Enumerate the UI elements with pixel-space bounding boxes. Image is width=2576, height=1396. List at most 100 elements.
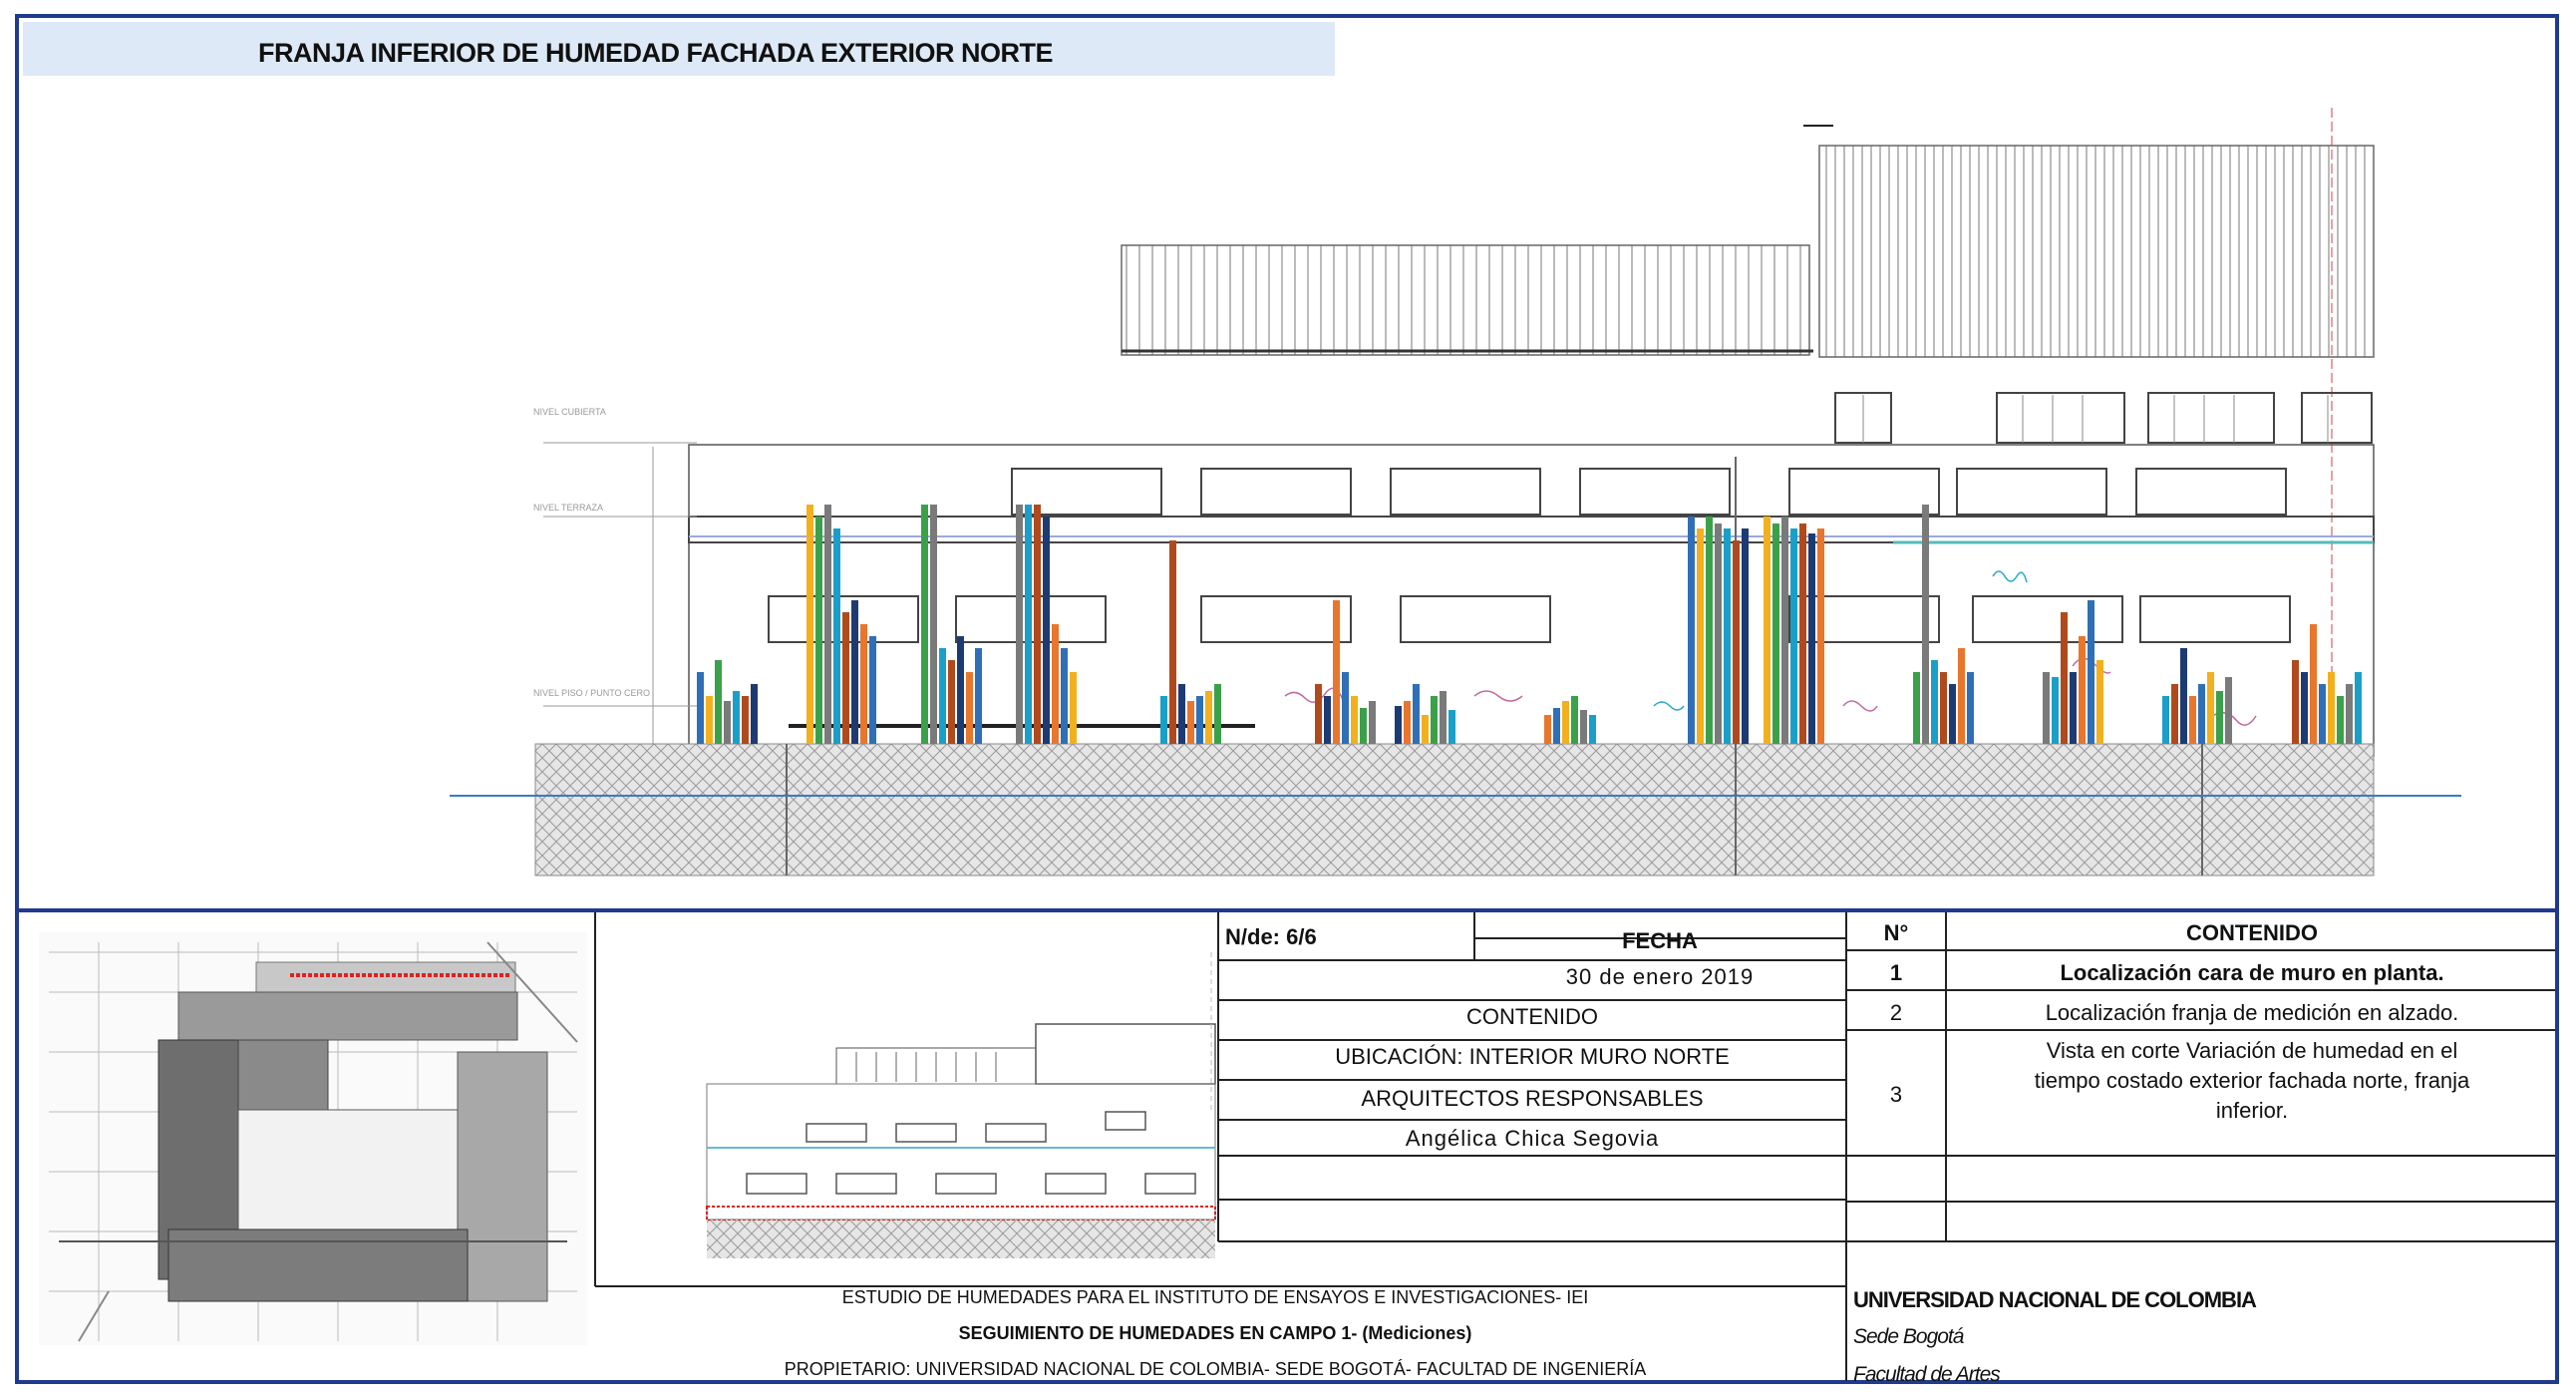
humidity-bar [742,696,749,744]
upper-windows [1834,392,2373,444]
humidity-bar [1949,684,1956,744]
number-header: N° [1883,920,1909,945]
humidity-bar [2216,691,2223,744]
key-plan-thumbnail [39,932,587,1345]
humidity-bar [1589,715,1596,744]
humidity-bar [1742,528,1749,744]
humidity-bar [2043,672,2050,744]
humidity-bar [2088,600,2094,744]
ubicacion-text: UBICACIÓN: INTERIOR MURO NORTE [1335,1044,1730,1069]
elevation-thumbnail [594,912,1216,1286]
humidity-bar [1196,696,1203,744]
humidity-bar [833,528,840,744]
study-title: ESTUDIO DE HUMEDADES PARA EL INSTITUTO D… [841,1287,1589,1307]
humidity-bar [1070,672,1077,744]
humidity-bar [1043,517,1050,744]
humidity-bar [2337,696,2344,744]
table-lines [595,912,2555,1381]
humidity-bar [1580,710,1587,744]
sede-text: Sede Bogotá [1853,1325,1964,1348]
sheet-title: FRANJA INFERIOR DE HUMEDAD FACHADA EXTER… [258,38,1054,68]
humidity-bar [1571,696,1578,744]
humidity-bar [1351,696,1358,744]
humidity-bar [1781,517,1788,744]
humidity-bar [1940,672,1947,744]
humidity-bar [2070,672,2077,744]
architect-name: Angélica Chica Segovia [1405,1126,1660,1151]
fecha-value: 30 de enero 2019 [1565,964,1755,989]
humidity-bar [733,691,740,744]
humidity-bar [1706,517,1713,744]
item-3-number: 3 [1889,1082,1903,1107]
mid-windows [1011,468,2287,516]
humidity-bar [751,684,758,744]
humidity-bar [2189,696,2196,744]
humidity-bar [1790,528,1797,744]
humidity-bar [2319,684,2326,744]
humidity-bar [1169,540,1176,744]
upper-volume-right [1818,145,2375,358]
humidity-bar [1422,715,1429,744]
humidity-bar [1440,691,1447,744]
humidity-bar [1931,660,1938,744]
humidity-bar [2061,612,2068,744]
humidity-bar [957,636,964,744]
owner-text: PROPIETARIO: UNIVERSIDAD NACIONAL DE COL… [784,1359,1647,1379]
title-band: FRANJA INFERIOR DE HUMEDAD FACHADA EXTER… [23,22,1335,76]
humidity-bar [824,505,831,744]
humidity-bar [1016,505,1023,744]
humidity-bar [1553,708,1560,744]
title-block: N/de: 6/6 FECHA 30 de enero 2019 CONTENI… [19,912,2555,1386]
item-2-number: 2 [1889,1000,1903,1025]
humidity-bar [1333,600,1340,744]
humidity-bar [2346,684,2353,744]
humidity-bar [1315,684,1322,744]
humidity-bar [1733,540,1740,744]
faculty-text: Facultad de Artes [1853,1363,2001,1386]
item-1-text: Localización cara de muro en planta. [2060,960,2444,985]
humidity-bar [1324,696,1331,744]
level-label-ground: NIVEL PISO / PUNTO CERO [533,688,650,698]
humidity-bar [2079,636,2086,744]
humidity-bar [1413,684,1420,744]
university-name: UNIVERSIDAD NACIONAL DE COLOMBIA [1853,1287,2257,1312]
humidity-bar [1360,708,1367,744]
drawing-sheet: FRANJA INFERIOR DE HUMEDAD FACHADA EXTER… [15,14,2559,1386]
humidity-bar [1913,672,1920,744]
humidity-bar [930,505,937,744]
humidity-bar [2301,672,2308,744]
humidity-bar [966,672,973,744]
humidity-bar [806,505,813,744]
humidity-bar [1817,528,1824,744]
humidity-bar [2096,660,2103,744]
humidity-bar [851,600,858,744]
humidity-bar [2292,660,2299,744]
humidity-bar-groups [697,505,2362,744]
humidity-bar [2207,672,2214,744]
humidity-bar [1715,524,1722,744]
humidity-bar [1772,524,1779,744]
item-2-text: Localización franja de medición en alzad… [2045,1000,2459,1025]
humidity-bar [1178,684,1185,744]
humidity-bar [1061,648,1068,744]
ground-section [534,743,2375,876]
item-3-line-3: inferior. [2215,1098,2289,1123]
humidity-bar [2171,684,2178,744]
sheet-number: N/de: 6/6 [1225,924,1317,949]
humidity-bar [1697,528,1704,744]
humidity-bar [1187,701,1194,744]
humidity-bar [815,517,822,744]
level-label-roof: NIVEL CUBIERTA [533,407,606,417]
humidity-bar [1431,696,1438,744]
item-3-line-2: tiempo costado exterior fachada norte, f… [2034,1068,2470,1093]
study-subtitle: SEGUIMIENTO DE HUMEDADES EN CAMPO 1- (Me… [958,1323,1472,1343]
humidity-bar [2355,672,2362,744]
humidity-bar [1449,710,1455,744]
humidity-bar [860,624,867,744]
facade-elevation-drawing: NIVEL CUBIERTA NIVEL TERRAZA NIVEL PISO … [450,108,2461,876]
humidity-bar [939,648,946,744]
humidity-bar [1544,715,1551,744]
humidity-bar [1922,505,1929,744]
item-1-number: 1 [1889,960,1903,985]
humidity-bar [1034,505,1041,744]
